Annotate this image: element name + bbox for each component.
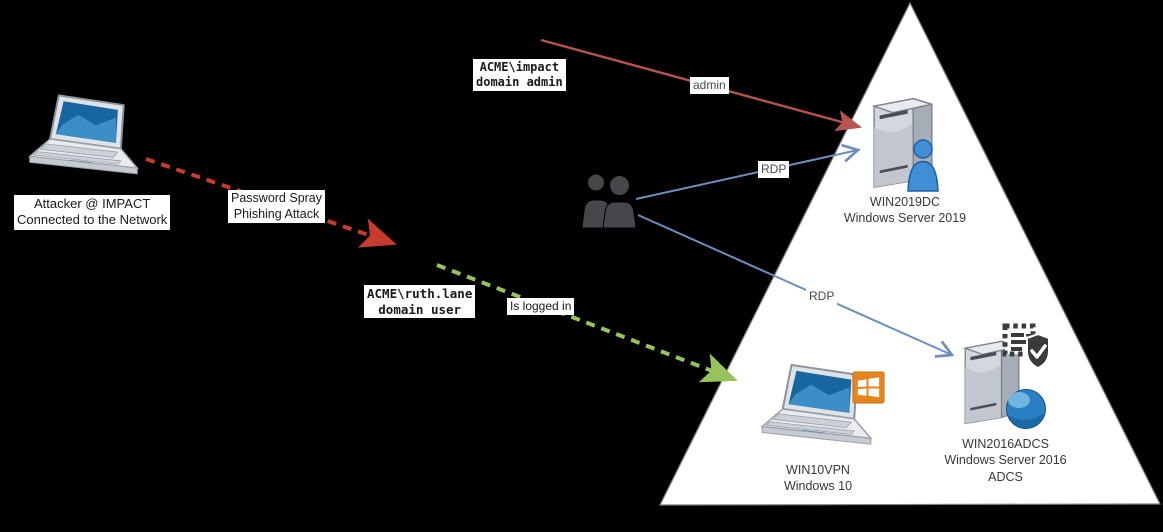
ruth-account-note: ACME\ruth.lane domain user [364,285,476,319]
password-spray-label: Password Spray Phishing Attack [228,190,326,224]
win2016adcs-os: Windows Server 2016 [944,453,1067,468]
logged-in-label: Is logged in [507,298,575,315]
win2016adcs-label: WIN2016ADCS Windows Server 2016 ADCS [928,436,1083,485]
attacker-label-line2: Connected to the Network [17,212,168,228]
win10vpn-name: WIN10VPN [786,463,850,477]
windows-logo-icon [852,371,885,404]
win10vpn-laptop-icon [760,363,873,445]
win2019dc-name: WIN2019DC [869,195,941,209]
impact-account-line2: domain admin [476,75,563,89]
person-icon [907,139,939,192]
win10vpn-label: WIN10VPN Windows 10 [755,462,881,495]
ruth-account-line2: domain user [378,301,462,317]
win2016adcs-role: ADCS [988,469,1023,484]
rdp-arrow-adcs [637,214,955,358]
win2016adcs-server-icon [962,340,1020,425]
impact-account-line1: ACME\impact [479,60,560,74]
rdp-dc-label: RDP [758,161,790,178]
rdp-adcs-label: RDP [806,288,838,305]
users-icon [581,173,637,229]
certificate-icon [1002,323,1050,370]
attacker-label: Attacker @ IMPACT Connected to the Netwo… [14,195,171,230]
globe-icon [1006,389,1046,429]
logged-in-arrow [436,263,738,383]
win2016adcs-name: WIN2016ADCS [962,437,1049,451]
password-spray-line2: Phishing Attack [233,206,320,221]
win2019dc-os: Windows Server 2019 [843,211,967,226]
attacker-laptop-icon [27,94,140,175]
password-spray-line1: Password Spray [231,191,323,205]
impact-account-note: ACME\impact domain admin [473,59,566,91]
win2019dc-label: WIN2019DC Windows Server 2019 [830,194,980,227]
admin-edge-label: admin [690,77,729,94]
attacker-label-line1: Attacker @ IMPACT [34,196,151,211]
ruth-account-line1: ACME\ruth.lane [367,286,473,301]
win10vpn-os: Windows 10 [783,479,853,494]
rdp-arrow-dc [635,143,861,200]
trust-zone-triangle [659,1,1161,506]
